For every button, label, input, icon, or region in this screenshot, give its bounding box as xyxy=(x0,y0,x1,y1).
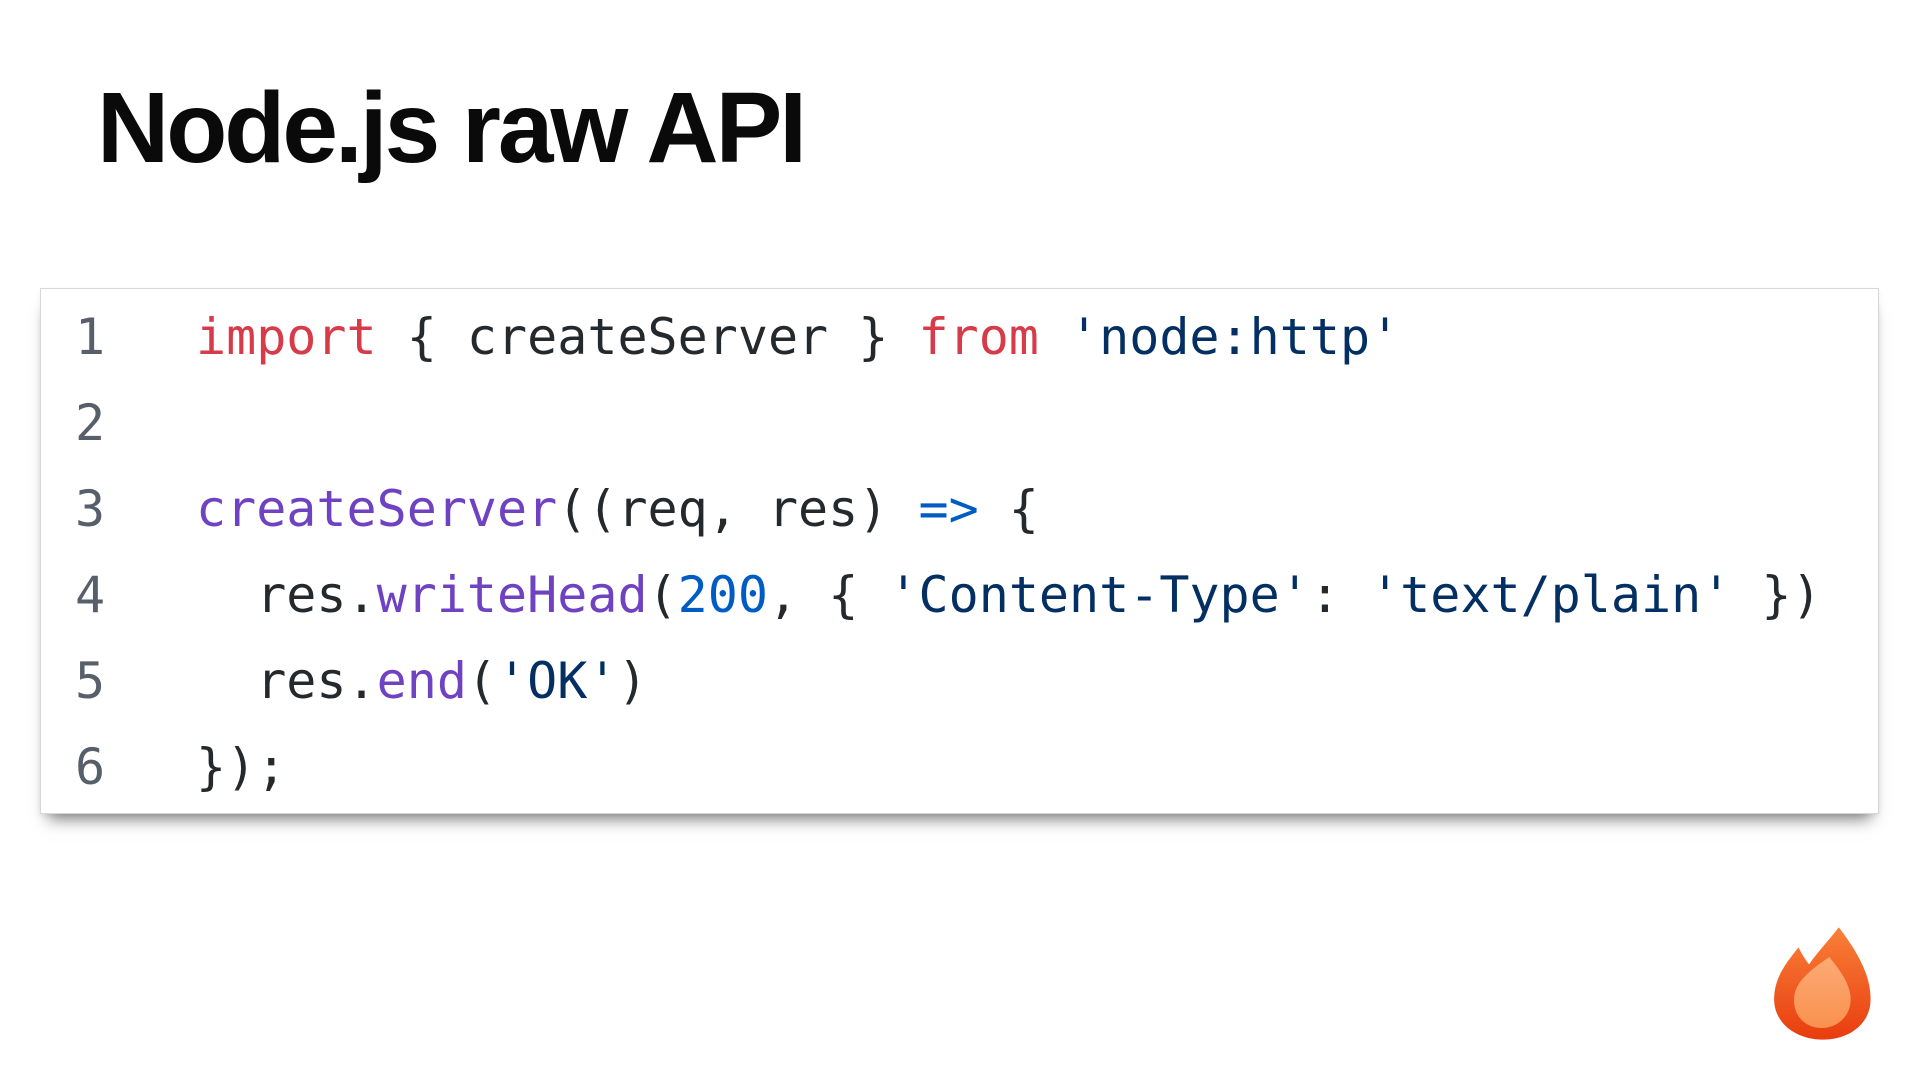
code-line: 4 res.writeHead(200, { 'Content-Type': '… xyxy=(41,552,1878,638)
code-lines: 1 import { createServer } from 'node:http… xyxy=(41,294,1878,810)
code-line: 3 createServer((req, res) => { xyxy=(41,466,1878,552)
code-line: 6}); xyxy=(41,724,1878,810)
flame-inner-shape xyxy=(1794,956,1851,1028)
code-line: 1 import { createServer } from 'node:http… xyxy=(41,294,1878,380)
code-block: 1 import { createServer } from 'node:http… xyxy=(40,288,1879,814)
code-text: res.writeHead(200, { 'Content-Type': 'te… xyxy=(196,566,1822,624)
code-text: res.end('OK') xyxy=(196,652,648,710)
code-text: }); xyxy=(196,738,287,796)
code-line: 2 xyxy=(41,380,1878,466)
line-number: 3 xyxy=(75,480,106,538)
slide-title: Node.js raw API xyxy=(97,72,807,184)
line-number: 2 xyxy=(75,394,106,452)
line-number: 6 xyxy=(75,738,106,796)
code-line: 5 res.end('OK') xyxy=(41,638,1878,724)
line-number: 5 xyxy=(75,652,106,710)
code-text: createServer((req, res) => { xyxy=(196,480,1039,538)
line-number: 1 xyxy=(75,308,106,366)
hono-flame-logo-icon xyxy=(1774,927,1871,1040)
line-number: 4 xyxy=(75,566,106,624)
code-text: import { createServer } from 'node:http' xyxy=(196,308,1401,366)
